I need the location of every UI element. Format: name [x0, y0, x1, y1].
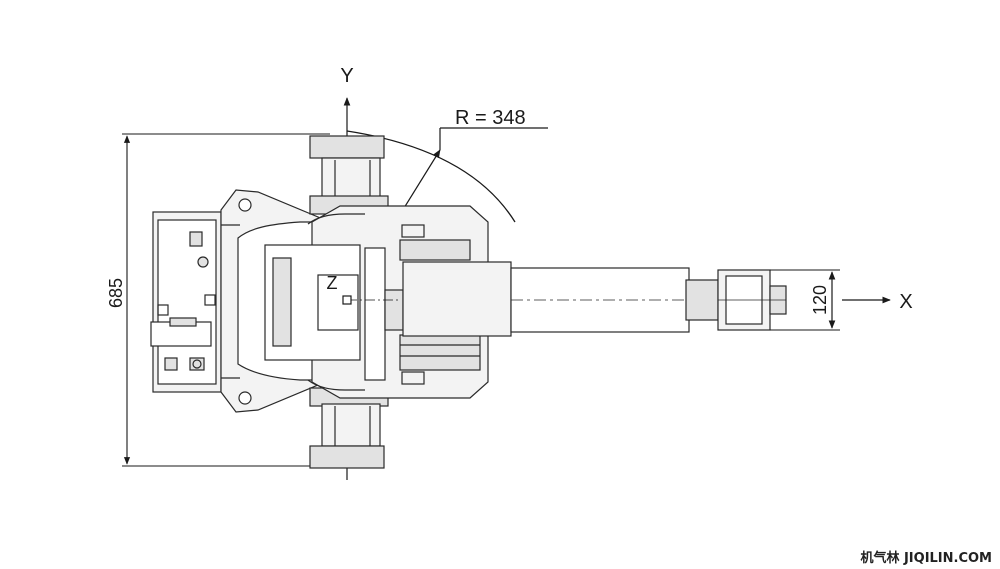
wrist-dimension [770, 269, 840, 331]
forearm [402, 261, 690, 337]
upper-motor [309, 135, 389, 215]
wrist [685, 269, 787, 331]
watermark: 机气林 JIQILIN.COM [860, 550, 992, 566]
height-dimension-label: 685 [106, 278, 126, 308]
z-axis-label: Z [327, 273, 338, 293]
radius-label: R = 348 [455, 107, 526, 129]
turret [264, 205, 489, 399]
height-dimension [122, 133, 330, 467]
x-axis-label: X [899, 291, 912, 313]
control-box [150, 211, 222, 393]
lower-motor [309, 387, 389, 469]
wrist-dimension-label: 120 [810, 285, 830, 315]
z-origin-marker [342, 295, 352, 305]
y-axis-label: Y [340, 65, 353, 87]
